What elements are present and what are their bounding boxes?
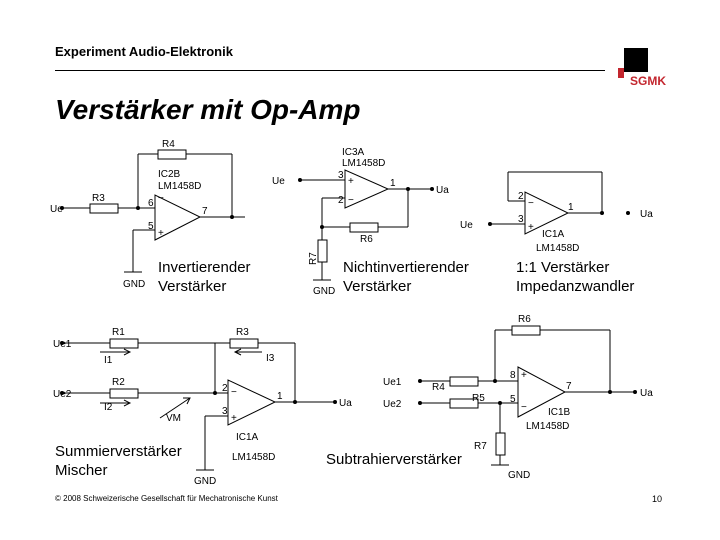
sub-ground-label: GND (508, 470, 530, 481)
sub-pin-out: 7 (566, 381, 572, 392)
noninv-ground-label: GND (313, 286, 335, 297)
noninv-pin-plus: 3 (338, 170, 344, 181)
sum-plus-sign: + (231, 413, 237, 424)
sum-pin-plus: 3 (222, 406, 228, 417)
inv-r3-label: R3 (92, 193, 105, 204)
sum-pin-minus: 2 (222, 383, 228, 394)
caption-subtracting: Subtrahierverstärker (326, 451, 462, 468)
sum-i2-label: I2 (104, 402, 113, 413)
sum-i1-label: I1 (104, 355, 113, 366)
buffer-pin-plus: 3 (518, 214, 524, 225)
noninv-output-label: Ua (436, 185, 449, 196)
sub-pin-plus: 8 (510, 370, 516, 381)
sum-r3-label: R3 (236, 327, 249, 338)
header-divider (55, 70, 605, 71)
inv-minus-sign: − (158, 193, 164, 204)
sub-r5-label: R5 (472, 393, 485, 404)
sum-in1-label: Ue1 (53, 339, 72, 350)
buffer-amplifier-circuit (490, 171, 603, 235)
noninv-r7-label: R7 (308, 252, 319, 265)
inv-part-label: LM1458D (158, 181, 201, 192)
sum-r2-label: R2 (112, 377, 125, 388)
summing-amplifier-circuit (62, 338, 335, 471)
sum-in2-label: Ue2 (53, 389, 72, 400)
subtracting-amplifier-circuit (420, 325, 635, 466)
logo-square-icon (624, 48, 648, 72)
sum-vm-label: VM (166, 413, 181, 424)
inv-pin-plus: 5 (148, 221, 154, 232)
noninv-minus-sign: − (348, 195, 354, 206)
buffer-minus-sign: − (528, 198, 534, 209)
sgmk-logo: SGMK (612, 46, 672, 90)
sub-in2-label: Ue2 (383, 399, 402, 410)
header-title: Experiment Audio-Elektronik (55, 44, 233, 59)
sub-part-label: LM1458D (526, 421, 569, 432)
buffer-pin-minus: 2 (518, 191, 524, 202)
sub-r7-label: R7 (474, 441, 487, 452)
sum-minus-sign: − (231, 387, 237, 398)
sum-pin-out: 1 (277, 391, 283, 402)
noninv-pin-out: 1 (390, 178, 396, 189)
page-number: 10 (652, 494, 663, 504)
noninv-input-label: Ue (272, 176, 285, 187)
inv-plus-sign: + (158, 228, 164, 239)
sub-r6-label: R6 (518, 314, 531, 325)
buffer-output-label: Ua (640, 209, 653, 220)
logo-text: SGMK (630, 74, 666, 88)
noninv-part-label: LM1458D (342, 158, 385, 169)
sum-r1-label: R1 (112, 327, 125, 338)
buffer-part-label: LM1458D (536, 243, 579, 254)
buffer-pin-out: 1 (568, 202, 574, 213)
inv-input-label: Ue (50, 204, 63, 215)
sub-output-label: Ua (640, 388, 653, 399)
sum-ground-label: GND (194, 476, 216, 487)
noninv-pin-minus: 2 (338, 195, 344, 206)
logo-accent-icon (618, 68, 624, 78)
sub-plus-sign: + (521, 370, 527, 381)
inverting-amplifier-circuit (62, 149, 245, 273)
inv-ic-label: IC2B (158, 169, 181, 180)
noninv-ic-label: IC3A (342, 147, 365, 158)
sum-part-label: LM1458D (232, 452, 275, 463)
sub-r4-label: R4 (432, 382, 445, 393)
buffer-input-label: Ue (460, 220, 473, 231)
sub-ic-label: IC1B (548, 407, 571, 418)
inv-pin-minus: 6 (148, 198, 154, 209)
buffer-ic-label: IC1A (542, 229, 565, 240)
sub-minus-sign: − (521, 402, 527, 413)
buffer-plus-sign: + (528, 222, 534, 233)
inv-ground-label: GND (123, 279, 145, 290)
noninv-plus-sign: + (348, 176, 354, 187)
noninv-r6-label: R6 (360, 234, 373, 245)
sub-pin-minus: 5 (510, 394, 516, 405)
sub-in1-label: Ue1 (383, 377, 402, 388)
inv-r4-label: R4 (162, 139, 175, 150)
sum-output-label: Ua (339, 398, 352, 409)
page-title: Verstärker mit Op-Amp (55, 94, 361, 125)
footer-copyright: © 2008 Schweizerische Gesellschaft für M… (55, 494, 278, 503)
inv-pin-out: 7 (202, 206, 208, 217)
sum-ic-label: IC1A (236, 432, 259, 443)
sum-i3-label: I3 (266, 353, 275, 364)
